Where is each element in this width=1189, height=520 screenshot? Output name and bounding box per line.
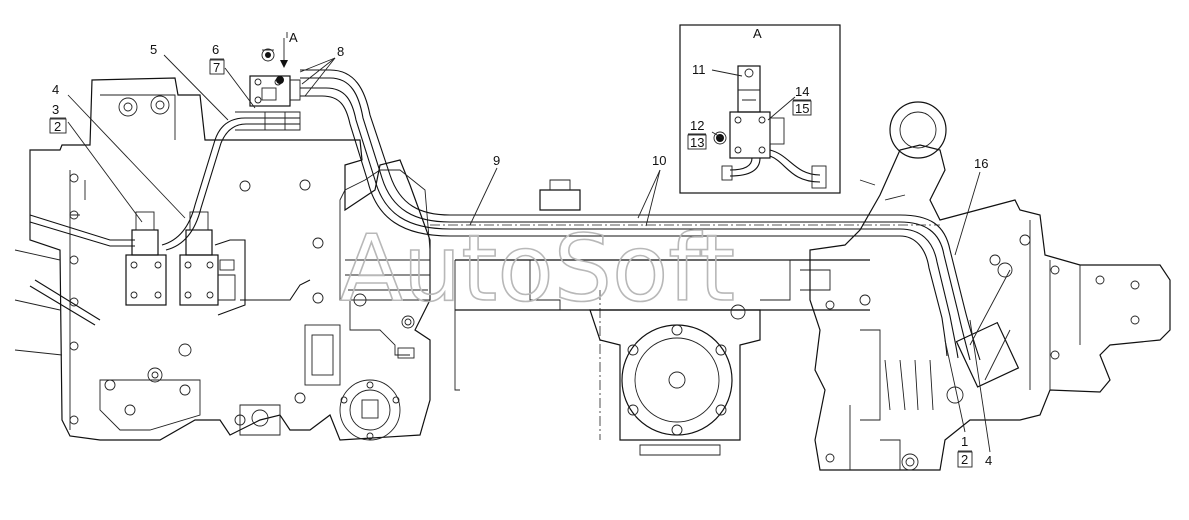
callout-12: 12 xyxy=(690,118,704,133)
callout-1: 1 xyxy=(961,434,968,449)
callout-2-left: 2 xyxy=(54,119,61,134)
watermark-text: AutoSoft xyxy=(340,215,735,322)
callout-13: 13 xyxy=(690,135,704,150)
callout-11: 11 xyxy=(692,62,706,77)
callout-3: 3 xyxy=(52,102,59,117)
callout-7: 7 xyxy=(213,60,220,75)
inset-view-a xyxy=(679,24,841,194)
callout-4-left: 4 xyxy=(52,82,59,97)
callout-4-right: 4 xyxy=(985,453,992,468)
callout-5: 5 xyxy=(150,42,157,57)
left-gearbox-housing xyxy=(14,77,431,441)
view-arrow-label: A xyxy=(289,30,298,45)
callout-6: 6 xyxy=(212,42,219,57)
callout-15: 15 xyxy=(795,101,809,116)
callout-14: 14 xyxy=(795,84,809,99)
central-drive-housing xyxy=(430,101,1171,471)
callout-labels: 5 6 7 8 A 4 3 2 9 10 A 11 14 15 12 13 16… xyxy=(49,26,992,468)
callout-10: 10 xyxy=(652,153,666,168)
top-fitting-block xyxy=(235,38,301,131)
left-valve-blocks xyxy=(125,211,236,306)
callout-9: 9 xyxy=(493,153,500,168)
callout-16: 16 xyxy=(974,156,988,171)
callout-2-right: 2 xyxy=(961,452,968,467)
leader-lines xyxy=(67,32,991,453)
callout-8: 8 xyxy=(337,44,344,59)
inset-title: A xyxy=(753,26,762,41)
